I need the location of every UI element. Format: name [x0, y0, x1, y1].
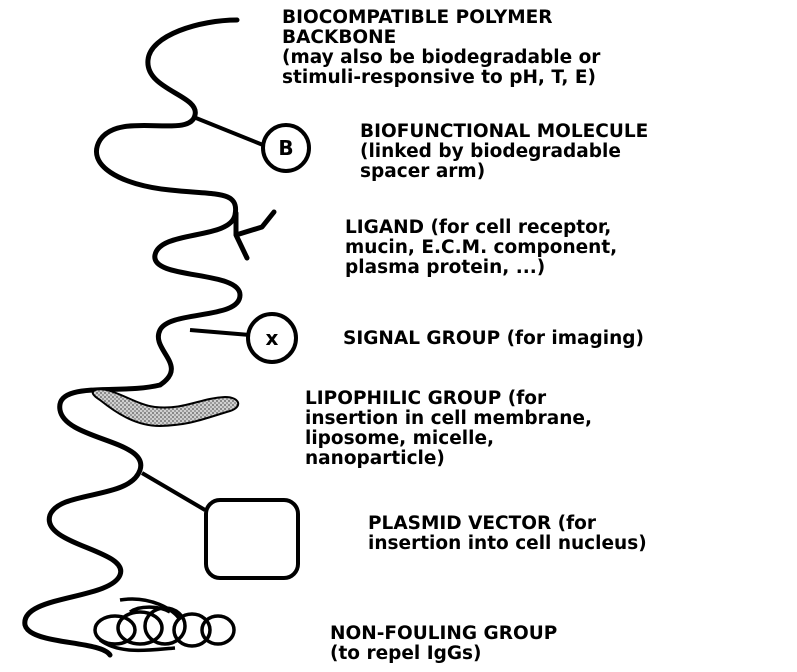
signal-group-symbol: x [190, 314, 296, 362]
label-ligand: LIGAND (for cell receptor, mucin, E.C.M.… [345, 218, 617, 278]
label-lipophilic: LIPOPHILIC GROUP (for insertion in cell … [305, 389, 592, 469]
label-backbone: BIOCOMPATIBLE POLYMER BACKBONE (may also… [282, 8, 600, 88]
label-lipophilic-line-1: LIPOPHILIC GROUP (for [305, 389, 592, 409]
label-signal-line-1: SIGNAL GROUP (for imaging) [343, 329, 644, 349]
label-signal: SIGNAL GROUP (for imaging) [343, 329, 644, 349]
ligand-symbol [236, 212, 274, 258]
label-biofunctional: BIOFUNCTIONAL MOLECULE (linked by biodeg… [360, 122, 648, 182]
label-ligand-line-1: LIGAND (for cell receptor, [345, 218, 617, 238]
label-plasmid: PLASMID VECTOR (for insertion into cell … [368, 514, 647, 554]
non-fouling-group-symbol [95, 599, 234, 650]
label-nonfouling-line-2: (to repel IgGs) [330, 644, 557, 664]
label-backbone-line-1: BIOCOMPATIBLE POLYMER [282, 8, 600, 28]
label-nonfouling-line-1: NON-FOULING GROUP [330, 624, 557, 644]
label-plasmid-line-1: PLASMID VECTOR (for [368, 514, 647, 534]
biofunctional-molecule-symbol: B [196, 118, 309, 171]
label-biofunctional-line-1: BIOFUNCTIONAL MOLECULE [360, 122, 648, 142]
plasmid-vector-symbol [142, 473, 298, 578]
label-backbone-line-4: stimuli-responsive to pH, T, E) [282, 68, 600, 88]
label-biofunctional-line-2: (linked by biodegradable [360, 142, 648, 162]
label-lipophilic-line-4: nanoparticle) [305, 449, 592, 469]
label-nonfouling: NON-FOULING GROUP (to repel IgGs) [330, 624, 557, 664]
biofunctional-symbol-letter: B [278, 136, 293, 160]
label-backbone-line-2: BACKBONE [282, 28, 600, 48]
label-biofunctional-line-3: spacer arm) [360, 162, 648, 182]
label-ligand-line-2: mucin, E.C.M. component, [345, 238, 617, 258]
signal-symbol-letter: x [266, 326, 279, 350]
label-backbone-line-3: (may also be biodegradable or [282, 48, 600, 68]
label-plasmid-line-2: insertion into cell nucleus) [368, 534, 647, 554]
label-lipophilic-line-3: liposome, micelle, [305, 429, 592, 449]
label-ligand-line-3: plasma protein, ...) [345, 258, 617, 278]
label-lipophilic-line-2: insertion in cell membrane, [305, 409, 592, 429]
lipophilic-group-symbol [93, 389, 238, 426]
